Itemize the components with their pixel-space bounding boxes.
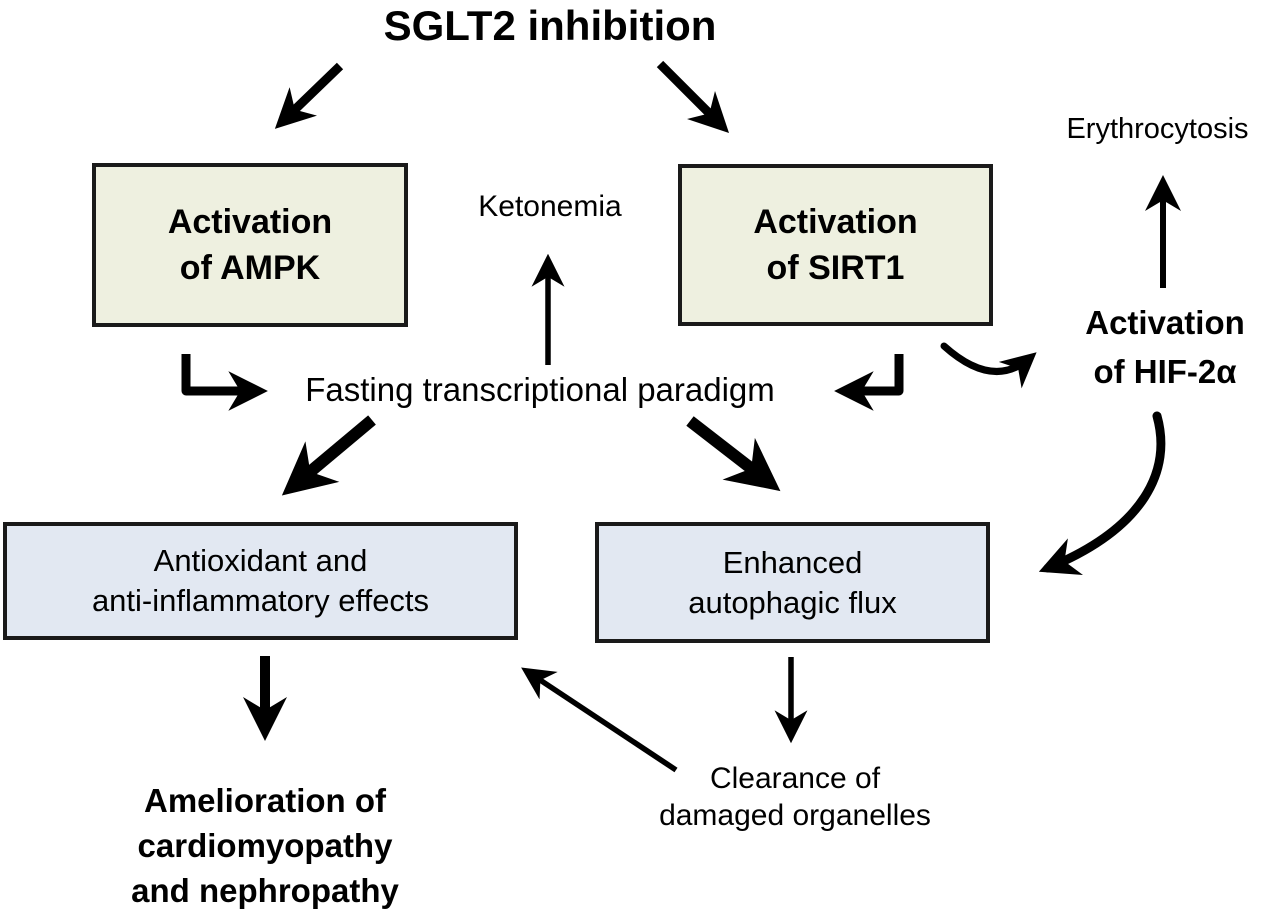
- hif2a-line2: of HIF-2α: [1093, 353, 1237, 390]
- autophagy-box: Enhanced autophagic flux: [595, 522, 990, 643]
- autophagy-line2: autophagic flux: [688, 584, 897, 620]
- antioxidant-line1: Antioxidant and: [153, 543, 368, 578]
- arrow-fasting-to-autophagy: [686, 416, 781, 492]
- amelioration-line1: Amelioration of: [143, 782, 386, 819]
- ampk-line1: Activation: [167, 203, 333, 241]
- arrow-sirt1-to-hif2a: [940, 342, 1037, 389]
- arrow-sglt2-to-sirt1: [656, 60, 730, 134]
- sirt1-line2: of SIRT1: [766, 249, 905, 287]
- title-sglt2-inhibition: SGLT2 inhibition: [383, 2, 717, 49]
- hif2a-label: Activation of HIF-2α: [1050, 298, 1280, 396]
- arrow-hif2a-to-autophagy: [1038, 411, 1166, 575]
- clearance-line1: Clearance of: [709, 762, 881, 795]
- antioxidant-box: Antioxidant and anti-inflammatory effect…: [3, 522, 518, 640]
- sirt1-line1: Activation: [753, 203, 918, 241]
- arrow-fasting-to-antioxidant: [281, 415, 376, 496]
- amelioration-label: Amelioration of cardiomyopathy and nephr…: [85, 778, 445, 913]
- erythrocytosis-label: Erythrocytosis: [1066, 113, 1249, 145]
- sirt1-box: Activation of SIRT1: [678, 164, 993, 326]
- ampk-line2: of AMPK: [179, 249, 321, 287]
- antioxidant-line2: anti-inflammatory effects: [91, 583, 430, 618]
- arrow-ampk-to-fasting: [181, 354, 268, 411]
- arrow-sirt1-to-fasting: [834, 354, 904, 411]
- clearance-line2: damaged organelles: [659, 799, 931, 832]
- arrow-clearance-to-antioxidant: [521, 667, 678, 773]
- clearance-label: Clearance of damaged organelles: [600, 760, 990, 834]
- amelioration-line3: and nephropathy: [131, 872, 399, 909]
- ampk-box: Activation of AMPK: [92, 163, 408, 327]
- amelioration-line2: cardiomyopathy: [137, 827, 393, 864]
- arrow-sglt2-to-ampk: [274, 62, 344, 129]
- autophagy-line1: Enhanced: [722, 544, 863, 580]
- hif2a-line1: Activation: [1085, 304, 1245, 341]
- fasting-paradigm-label: Fasting transcriptional paradigm: [305, 371, 775, 408]
- ketonemia-label: Ketonemia: [478, 190, 622, 223]
